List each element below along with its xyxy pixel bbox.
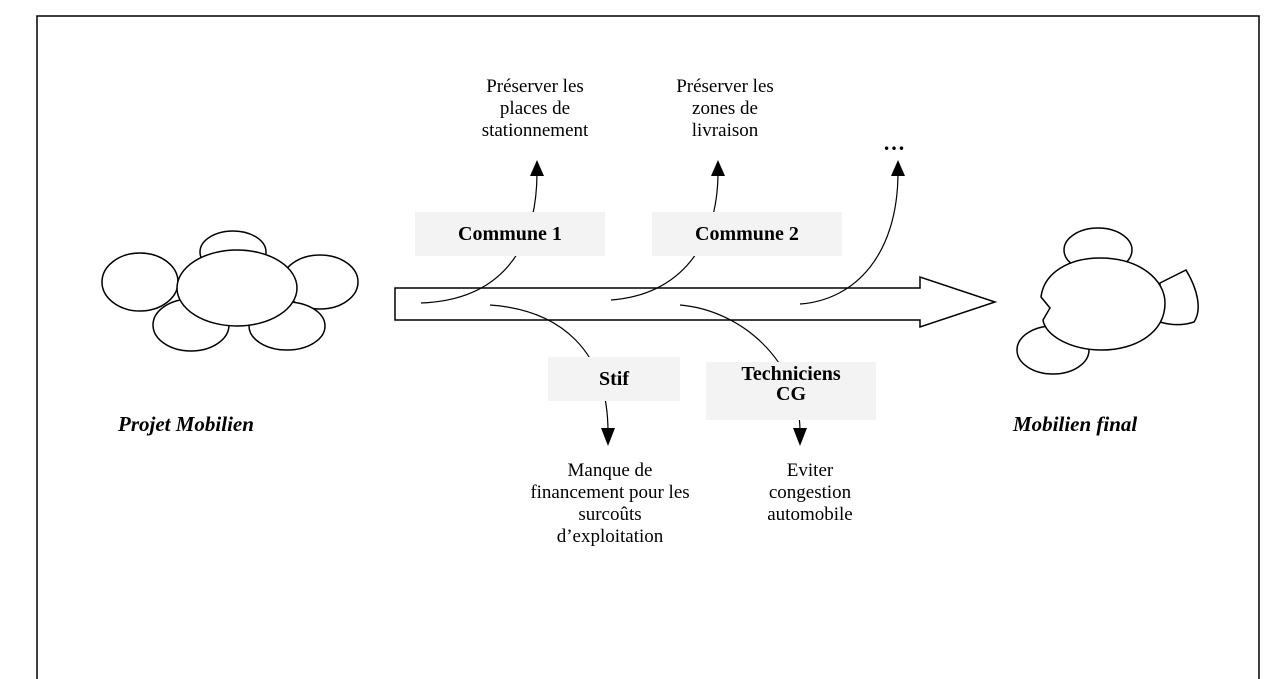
concern-commune-2: Préserver les zones de livraison — [650, 76, 800, 142]
concern-ellipsis: … — [883, 130, 906, 155]
diagram-frame — [36, 15, 1260, 679]
arrowhead-down-2 — [793, 428, 807, 446]
actor-techniciens-cg: Techniciens CG — [706, 362, 876, 420]
concern-c1-line1: Préserver les — [486, 76, 584, 97]
concern-stif-line2: financement pour les — [530, 482, 690, 503]
actor-stif: Stif — [548, 357, 680, 401]
concern-c2-line1: Préserver les — [676, 76, 774, 97]
arrow-heads — [530, 160, 905, 446]
concern-stif-line4: d’exploitation — [556, 526, 664, 547]
actor-commune-2: Commune 2 — [652, 212, 842, 256]
actor-commune-1: Commune 1 — [415, 212, 605, 256]
final-shape — [1016, 227, 1199, 375]
concern-c2-line3: livraison — [691, 120, 759, 141]
concern-stif-line3: surcoûts — [578, 504, 642, 525]
actor-techniciens-line1: Techniciens — [741, 363, 841, 385]
concern-stif: Manque de financement pour les surcoûts … — [510, 460, 710, 548]
arrowhead-down-1 — [601, 428, 615, 446]
main-process-arrow — [394, 275, 998, 329]
label-projet-mobilien: Projet Mobilien — [118, 412, 254, 436]
arrow-stif — [489, 304, 609, 433]
actor-techniciens-line2: CG — [776, 383, 806, 405]
arrow-commune-2 — [610, 171, 719, 301]
concern-techniciens: Eviter congestion automobile — [740, 460, 880, 526]
arrowhead-up-3 — [891, 160, 905, 176]
concern-c1-line2: places de — [499, 98, 571, 119]
label-mobilien-final: Mobilien final — [1013, 412, 1138, 436]
arrow-commune-1 — [420, 171, 538, 304]
projet-flower-shape — [101, 230, 359, 352]
concern-tech-line3: automobile — [767, 504, 853, 525]
arrow-ellipsis — [799, 171, 899, 305]
concern-tech-line1: Eviter — [786, 460, 834, 481]
arrowhead-up-1 — [530, 160, 544, 176]
concern-tech-line2: congestion — [768, 482, 852, 503]
concern-commune-1: Préserver les places de stationnement — [450, 76, 620, 142]
concern-c2-line2: zones de — [692, 98, 758, 119]
concern-c1-line3: stationnement — [481, 120, 589, 141]
concern-stif-line1: Manque de — [567, 460, 653, 481]
arrowhead-up-2 — [711, 160, 725, 176]
